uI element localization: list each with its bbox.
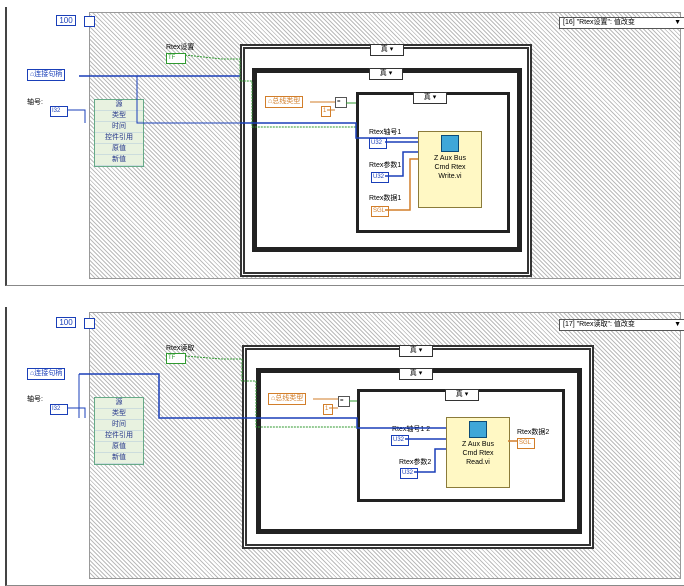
- chevron-down-icon[interactable]: ▼: [674, 19, 681, 26]
- subvi-icon: [469, 421, 487, 438]
- param-terminal[interactable]: U32: [400, 468, 418, 479]
- rtex-read-label: Rtex读取: [166, 345, 195, 352]
- event-data-node: 源 类型 时间 控件引用 原值 新值: [94, 397, 144, 465]
- bundle-item: 控件引用: [95, 133, 143, 144]
- axis-label: 轴号:: [27, 396, 43, 403]
- event-case-selector[interactable]: [17] "Rtex读取": 值改变 ▼: [559, 319, 684, 331]
- handle-control[interactable]: ⌂连接句柄: [27, 368, 66, 380]
- bus-type-control[interactable]: ⌂总线类型: [265, 96, 304, 108]
- axis-label: 轴号:: [27, 99, 43, 106]
- case-selector-inner[interactable]: 真 ▾: [413, 92, 447, 104]
- subvi-text: Write.vi: [438, 173, 462, 180]
- event-case-label: [16] "Rtex设置": 值改变: [563, 19, 635, 26]
- chevron-down-icon[interactable]: ▼: [674, 321, 681, 328]
- case-selector-inner[interactable]: 真 ▾: [445, 389, 479, 401]
- home-icon: ⌂: [268, 98, 273, 105]
- wires-2: [67, 355, 517, 473]
- bundle-item: 原值: [95, 144, 143, 155]
- param-terminal[interactable]: U32: [371, 172, 389, 183]
- out-terminal[interactable]: SGL: [517, 438, 535, 449]
- bundle-item: 控件引用: [95, 431, 143, 442]
- subvi-text: Cmd Rtex: [434, 164, 466, 171]
- const-one: 1: [321, 106, 331, 117]
- param-label: Rtex参数1: [369, 162, 402, 169]
- bundle-item: 新值: [95, 453, 143, 464]
- iteration-count: 100: [56, 317, 76, 328]
- data-label: Rtex数据1: [369, 195, 402, 202]
- handle-control[interactable]: ⌂连接句柄: [27, 69, 66, 81]
- bundle-item: 源: [95, 398, 143, 409]
- case-selector-outer[interactable]: 真 ▾: [399, 345, 433, 357]
- home-icon: ⌂: [30, 71, 35, 78]
- subvi-text: Cmd Rtex: [462, 450, 494, 457]
- wires-1: [67, 54, 418, 211]
- bundle-item: 新值: [95, 155, 143, 166]
- rtex-set-label: Rtex设置: [166, 44, 195, 51]
- axis-in-label: Rtex轴号1 2: [392, 426, 431, 433]
- bundle-item: 时间: [95, 122, 143, 133]
- event-case-selector[interactable]: [16] "Rtex设置": 值改变 ▼: [559, 17, 684, 29]
- axis-terminal[interactable]: I32: [50, 404, 68, 415]
- event-structure-panel-1: 100 [16] "Rtex设置": 值改变 ▼ Rtex设置 TF ⌂连接句柄…: [5, 7, 684, 286]
- const-one: 1: [323, 404, 333, 415]
- bundle-item: 类型: [95, 409, 143, 420]
- iteration-terminal-icon: [84, 16, 95, 27]
- subvi-text: Read.vi: [466, 459, 490, 466]
- subvi-rtex-write[interactable]: Z Aux Bus Cmd Rtex Write.vi: [418, 131, 482, 208]
- home-icon: ⌂: [30, 370, 35, 377]
- subvi-text: Z Aux Bus: [434, 155, 466, 162]
- axis-in-label: Rtex轴号1: [369, 129, 402, 136]
- bundle-item: 类型: [95, 111, 143, 122]
- axis-in-terminal[interactable]: U32: [391, 435, 409, 446]
- data-terminal[interactable]: SGL: [371, 206, 389, 217]
- iteration-count: 100: [56, 15, 76, 26]
- rtex-set-terminal[interactable]: TF: [166, 53, 186, 64]
- bundle-item: 时间: [95, 420, 143, 431]
- case-selector-middle[interactable]: 真 ▾: [399, 368, 433, 380]
- case-selector-middle[interactable]: 真 ▾: [369, 68, 403, 80]
- param-label: Rtex参数2: [399, 459, 432, 466]
- case-selector-outer[interactable]: 真 ▾: [370, 44, 404, 56]
- axis-terminal[interactable]: I32: [50, 106, 68, 117]
- bus-type-control[interactable]: ⌂总线类型: [268, 393, 307, 405]
- subvi-rtex-read[interactable]: Z Aux Bus Cmd Rtex Read.vi: [446, 417, 510, 488]
- subvi-text: Z Aux Bus: [462, 441, 494, 448]
- rtex-read-terminal[interactable]: TF: [166, 353, 186, 364]
- event-data-node: 源 类型 时间 控件引用 原值 新值: [94, 99, 144, 167]
- out-label: Rtex数据2: [517, 429, 550, 436]
- event-case-label: [17] "Rtex读取": 值改变: [563, 321, 635, 328]
- subvi-icon: [441, 135, 459, 152]
- bundle-item: 原值: [95, 442, 143, 453]
- bundle-item: 源: [95, 100, 143, 111]
- home-icon: ⌂: [271, 395, 276, 402]
- iteration-terminal-icon: [84, 318, 95, 329]
- event-structure-panel-2: 100 [17] "Rtex读取": 值改变 ▼ Rtex读取 TF ⌂连接句柄…: [5, 307, 684, 586]
